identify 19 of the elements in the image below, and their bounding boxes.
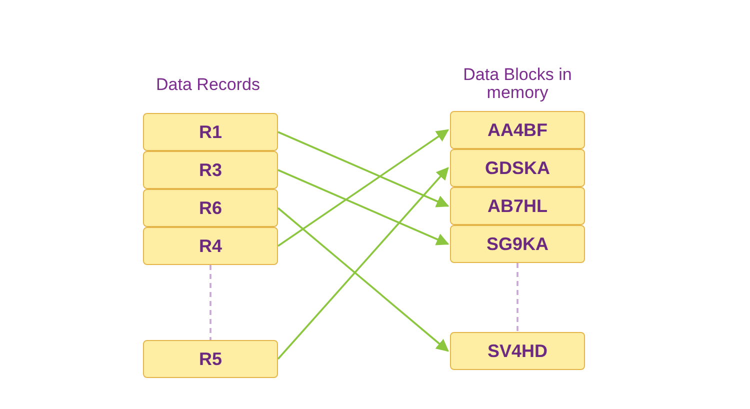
connector-line bbox=[210, 265, 212, 340]
arrow bbox=[278, 129, 450, 247]
arrow bbox=[277, 167, 449, 360]
record-box: R1 bbox=[143, 113, 278, 151]
record-box: GDSKA bbox=[450, 149, 585, 187]
arrow bbox=[277, 207, 449, 352]
arrow bbox=[278, 169, 450, 246]
record-box: AB7HL bbox=[450, 187, 585, 225]
record-box: R4 bbox=[143, 227, 278, 265]
record-box: R5 bbox=[143, 340, 278, 378]
record-box: R3 bbox=[143, 151, 278, 189]
record-box: R6 bbox=[143, 189, 278, 227]
arrow bbox=[278, 131, 450, 208]
record-box: AA4BF bbox=[450, 111, 585, 149]
column-heading: Data Records bbox=[155, 76, 261, 94]
connector-line bbox=[516, 263, 518, 332]
column-heading: Data Blocks in memory bbox=[462, 66, 573, 102]
record-box: SV4HD bbox=[450, 332, 585, 370]
record-box: SG9KA bbox=[450, 225, 585, 263]
